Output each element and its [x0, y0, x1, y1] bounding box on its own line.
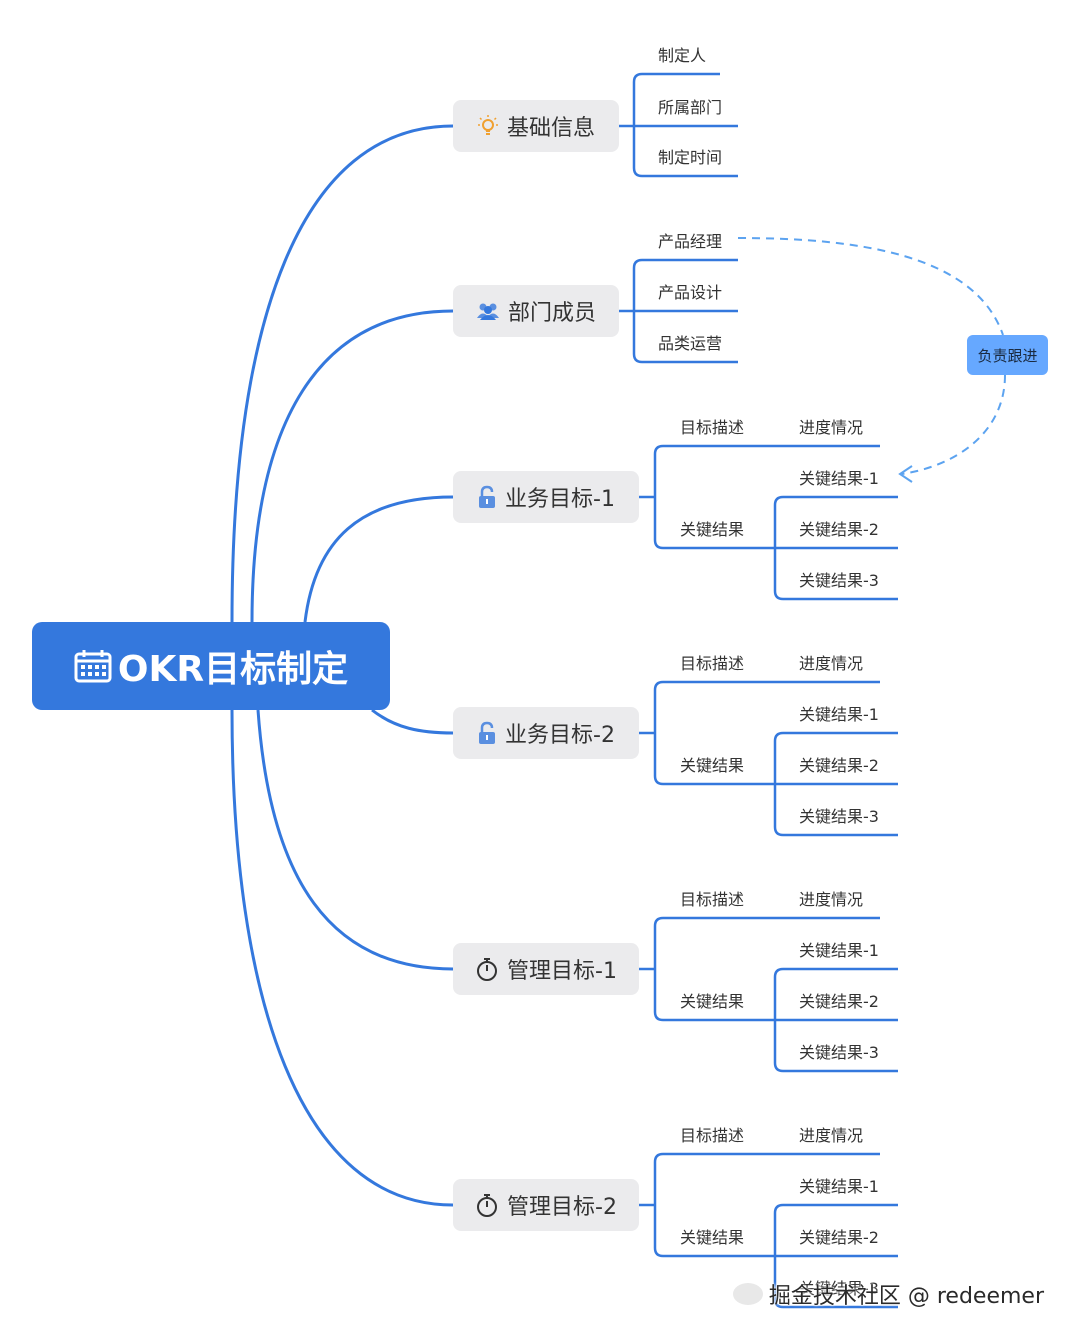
branch-label: 基础信息	[506, 116, 595, 141]
lock-icon	[477, 721, 497, 745]
branch-label: 业务目标-2	[505, 723, 615, 748]
root-connectors	[230, 124, 454, 1207]
leaf-creator[interactable]: 制定人	[658, 46, 707, 65]
leaf-key-results[interactable]: 关键结果	[680, 992, 745, 1011]
leaf-key-result-1[interactable]: 关键结果-1	[799, 1177, 879, 1196]
stopwatch-icon	[475, 956, 499, 982]
branch-node-basic-info[interactable]: 基础信息	[453, 100, 619, 152]
leaf-connectors	[619, 72, 738, 364]
leaf-progress[interactable]: 进度情况	[799, 890, 864, 909]
connector-branch-3	[303, 495, 454, 623]
leaf-goal-description[interactable]: 目标描述	[680, 418, 745, 437]
branch-node-goal-3[interactable]: 管理目标-1	[453, 943, 639, 995]
leaf-product-manager[interactable]: 产品经理	[658, 232, 723, 251]
leaf-key-result-2[interactable]: 关键结果-2	[799, 520, 879, 539]
connector-branch-5	[256, 709, 454, 971]
root-label: OKR目标制定	[117, 649, 349, 690]
connector-branch-6	[230, 709, 454, 1207]
leaf-key-result-1[interactable]: 关键结果-1	[799, 469, 879, 488]
leaf-key-result-3[interactable]: 关键结果-3	[799, 807, 879, 826]
leaf-key-results[interactable]: 关键结果	[680, 520, 745, 539]
okr-connectors	[639, 444, 898, 1309]
relation-line	[737, 237, 1006, 475]
branch-node-goal-1[interactable]: 业务目标-1	[453, 471, 639, 523]
branch-node-goal-2[interactable]: 业务目标-2	[453, 707, 639, 759]
leaf-key-result-2[interactable]: 关键结果-2	[799, 992, 879, 1011]
leaf-key-result-3[interactable]: 关键结果-3	[799, 571, 879, 590]
chat-icon	[732, 1283, 763, 1305]
leaf-key-result-2[interactable]: 关键结果-2	[799, 1228, 879, 1247]
relation-arrow	[898, 465, 913, 483]
leaf-category-ops[interactable]: 品类运营	[658, 334, 723, 353]
leaf-department[interactable]: 所属部门	[658, 98, 723, 117]
lightbulb-icon	[477, 114, 499, 138]
branch-label: 管理目标-1	[507, 959, 617, 984]
leaf-key-result-2[interactable]: 关键结果-2	[799, 756, 879, 775]
root-node[interactable]: OKR目标制定	[32, 622, 390, 710]
stopwatch-icon	[475, 1192, 499, 1218]
leaf-progress[interactable]: 进度情况	[799, 654, 864, 673]
leaf-product-design[interactable]: 产品设计	[658, 283, 723, 302]
leaf-key-result-3[interactable]: 关键结果-3	[799, 1279, 879, 1298]
branch-label: 管理目标-2	[507, 1195, 617, 1220]
connector-branch-2	[250, 309, 454, 623]
lock-icon	[477, 485, 497, 509]
connector-branch-4	[371, 708, 454, 735]
connector-branch-1	[230, 124, 454, 623]
leaf-key-result-1[interactable]: 关键结果-1	[799, 941, 879, 960]
branch-label: 部门成员	[507, 301, 596, 326]
branch-node-goal-4[interactable]: 管理目标-2	[453, 1179, 639, 1231]
leaf-goal-description[interactable]: 目标描述	[680, 1126, 745, 1145]
leaf-key-results[interactable]: 关键结果	[680, 756, 745, 775]
leaf-key-result-1[interactable]: 关键结果-1	[799, 705, 879, 724]
leaf-key-result-3[interactable]: 关键结果-3	[799, 1043, 879, 1062]
leaf-goal-description[interactable]: 目标描述	[680, 890, 745, 909]
relation-tag[interactable]: 负责跟进	[967, 335, 1048, 375]
watermark-text: 掘金技术社区 @ redeemer	[768, 1284, 1044, 1309]
leaf-goal-description[interactable]: 目标描述	[680, 654, 745, 673]
leaf-progress[interactable]: 进度情况	[799, 418, 864, 437]
leaf-created-time[interactable]: 制定时间	[658, 148, 723, 167]
branch-node-members[interactable]: 部门成员	[453, 285, 619, 337]
users-icon	[476, 301, 500, 321]
branch-label: 业务目标-1	[505, 487, 615, 512]
leaf-progress[interactable]: 进度情况	[799, 1126, 864, 1145]
leaf-key-results[interactable]: 关键结果	[680, 1228, 745, 1247]
calendar-icon	[74, 649, 112, 683]
watermark: 掘金技术社区 @ redeemer	[732, 1278, 1044, 1310]
